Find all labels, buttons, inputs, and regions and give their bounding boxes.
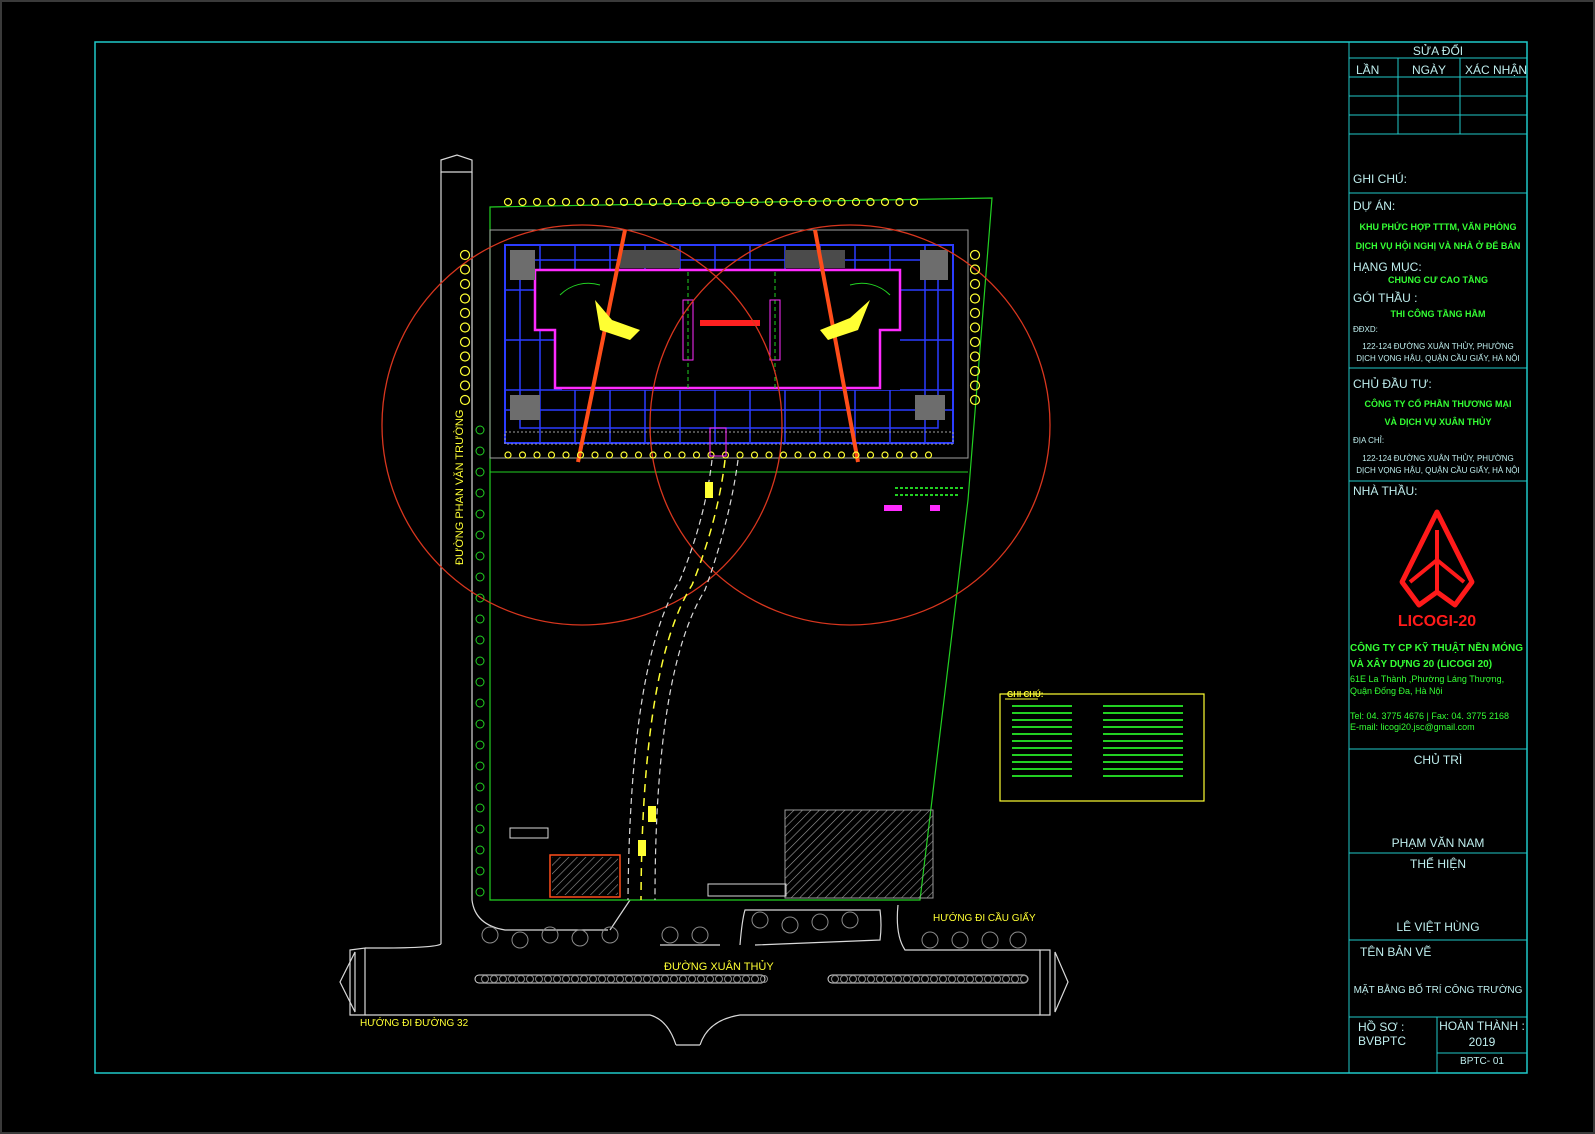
material-yard: [784, 809, 934, 899]
hang-muc-label: HẠNG MỤC:: [1353, 260, 1422, 274]
revision-col-lan: LẦN: [1356, 63, 1380, 77]
goi-thau-value: THI CÔNG TẦNG HẦM: [1390, 309, 1486, 319]
revision-col-ngay: NGÀY: [1411, 63, 1446, 77]
basement-structure: [489, 229, 969, 459]
boundary-markers: [475, 425, 485, 897]
site-plan: ĐƯỜNG PHAN VĂN TRƯỜNG ĐƯỜNG XUÂN THỦY HƯ…: [339, 154, 1205, 1046]
revision-col-xacnhan: XÁC NHẬN: [1465, 63, 1528, 77]
road-label-xuan-thuy: ĐƯỜNG XUÂN THỦY: [664, 960, 774, 973]
hoan-thanh-value: 2019: [1468, 1035, 1496, 1049]
direction-label-cau-giay: HƯỚNG ĐI CẦU GIẤY: [933, 911, 1036, 924]
company-address-1: 61E La Thành ,Phường Láng Thượng,: [1350, 674, 1505, 684]
chu-tri-label: CHỦ TRÌ: [1413, 753, 1463, 767]
goi-thau-label: GÓI THẦU :: [1353, 291, 1418, 305]
company-email: E-mail: licogi20.jsc@gmail.com: [1350, 722, 1475, 732]
drawing-frame: [94, 41, 1528, 1074]
du-an-line2: DỊCH VỤ HỘI NGHỊ VÀ NHÀ Ở ĐỂ BÁN: [1355, 241, 1521, 251]
ho-so-label: HỒ SƠ :: [1358, 1020, 1405, 1034]
company-line1: CÔNG TY CP KỸ THUẬT NỀN MÓNG: [1350, 643, 1523, 654]
grid-axis-markers: [459, 197, 981, 459]
dia-chi-line2: DỊCH VỌNG HẬU, QUẬN CẦU GIẤY, HÀ NỘI: [1356, 466, 1520, 475]
site-office: [549, 854, 621, 898]
crane-radius-right: [649, 224, 1051, 626]
company-line2: VÀ XÂY DỰNG 20 (LICOGI 20): [1350, 659, 1493, 670]
ghi-chu-label: GHI CHÚ:: [1353, 172, 1407, 186]
du-an-line1: KHU PHỨC HỢP TTTM, VĂN PHÒNG: [1359, 222, 1517, 232]
legend-title: GHI CHÚ:: [1007, 690, 1043, 699]
legend-box: [999, 693, 1205, 802]
dia-chi-line1: 122-124 ĐƯỜNG XUÂN THỦY, PHƯỜNG: [1362, 454, 1514, 463]
ten-ban-ve-value: MẶT BẰNG BỐ TRÍ CÔNG TRƯỜNG: [1353, 985, 1523, 996]
site-notes: [884, 487, 965, 511]
direction-label-duong-32: HƯỚNG ĐI ĐƯỜNG 32: [360, 1016, 469, 1029]
chu-dau-tu-line1: CÔNG TY CỔ PHẦN THƯƠNG MẠI: [1364, 399, 1512, 409]
chu-tri-name: PHẠM VĂN NAM: [1391, 836, 1485, 850]
ddxd-label: ĐĐXD:: [1353, 325, 1378, 334]
ddxd-line1: 122-124 ĐƯỜNG XUÂN THỦY, PHƯỜNG: [1362, 342, 1514, 351]
company-address-2: Quận Đống Đa, Hà Nội: [1350, 686, 1443, 696]
title-block-grid: [1348, 42, 1527, 1073]
nha-thau-label: NHÀ THẦU:: [1353, 484, 1418, 498]
du-an-label: DỰ ÁN:: [1353, 199, 1396, 213]
ho-so-value: BVBPTC: [1358, 1034, 1407, 1048]
logo-text: LICOGI-20: [1398, 613, 1476, 630]
revision-title: SỬA ĐỔI: [1412, 44, 1464, 58]
company-tel: Tel: 04. 3775 4676 | Fax: 04. 3775 2168: [1350, 711, 1509, 721]
chu-dau-tu-label: CHỦ ĐẦU TƯ:: [1353, 377, 1432, 391]
dia-chi-label: ĐỊA CHỈ:: [1353, 436, 1385, 445]
tower-cranes: [576, 229, 860, 463]
trees: [481, 911, 1028, 983]
licogi-logo-icon: LICOGI-20: [1398, 509, 1476, 630]
site-boundary: [489, 197, 993, 901]
hoan-thanh-label: HOÀN THÀNH :: [1439, 1019, 1525, 1033]
access-road: [627, 427, 739, 901]
gate-area: [707, 883, 787, 897]
ddxd-line2: DỊCH VỌNG HẬU, QUẬN CẦU GIẤY, HÀ NỘI: [1356, 354, 1520, 363]
ten-ban-ve-label: TÊN BẢN VẼ: [1360, 945, 1432, 959]
crane-radius-left: [381, 224, 783, 626]
the-hien-name: LÊ VIỆT HÙNG: [1396, 920, 1480, 934]
road-phan-van-truong: [339, 154, 1069, 1046]
the-hien-label: THỂ HIỆN: [1409, 857, 1466, 871]
chu-dau-tu-line2: VÀ DỊCH VỤ XUÂN THỦY: [1384, 417, 1492, 427]
road-label-phan-van-truong: ĐƯỜNG PHAN VĂN TRƯỜNG: [453, 410, 466, 565]
hang-muc-value: CHUNG CƯ CAO TẦNG: [1388, 275, 1488, 285]
drawing-number: BPTC- 01: [1460, 1056, 1504, 1067]
excavators: [559, 282, 891, 340]
